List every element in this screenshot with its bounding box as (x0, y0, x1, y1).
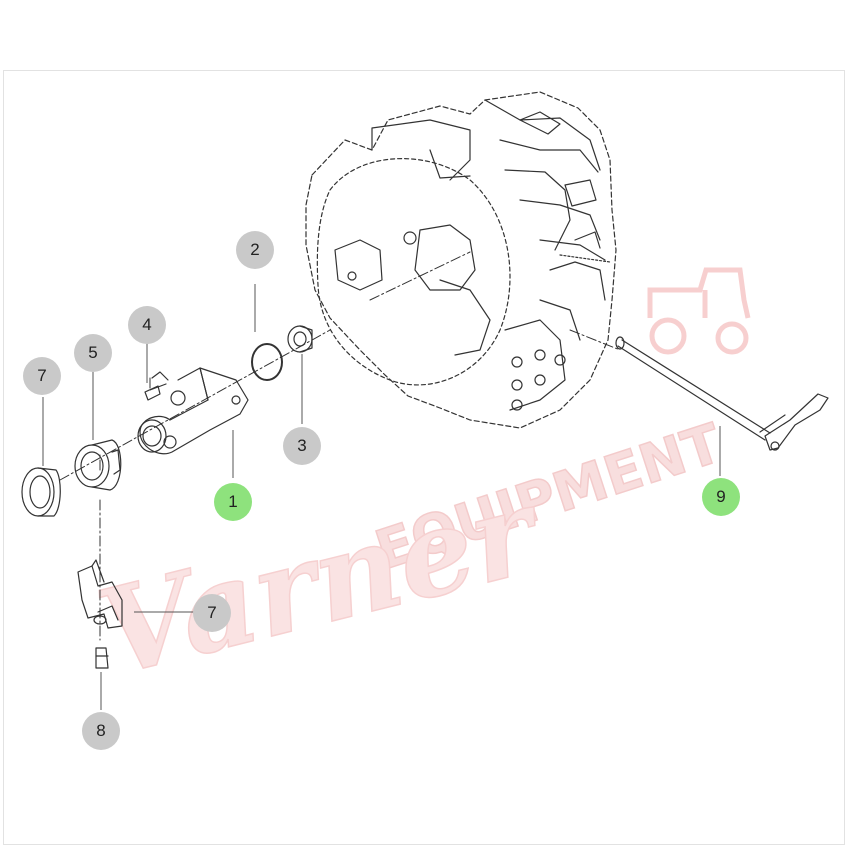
callout-9[interactable]: 9 (702, 478, 740, 516)
part-7-release-fork (77, 559, 123, 629)
callout-5-label: 5 (88, 343, 98, 362)
part-5-release-bearing (74, 439, 122, 491)
callout-5[interactable]: 5 (74, 334, 112, 372)
callout-8-label: 8 (96, 721, 106, 740)
callout-9-label: 9 (716, 487, 726, 506)
callout-4[interactable]: 4 (128, 306, 166, 344)
watermark-logo: EQUIPMENT Varner (85, 267, 751, 704)
callout-7-fork[interactable]: 7 (193, 594, 231, 632)
diagram-frame (3, 70, 845, 845)
tractor-icon (647, 267, 751, 355)
callout-1[interactable]: 1 (214, 483, 252, 521)
part-9-shift-shaft (615, 336, 829, 451)
part-8-grease-fitting (95, 647, 109, 669)
transmission-housing (305, 91, 617, 429)
part-2-o-ring (251, 343, 283, 381)
callout-7-seal[interactable]: 7 (23, 357, 61, 395)
svg-text:Varner: Varner (86, 459, 556, 703)
callout-3-label: 3 (297, 436, 307, 455)
callout-2[interactable]: 2 (236, 231, 274, 269)
callout-8[interactable]: 8 (82, 712, 120, 750)
part-7-seal-ring (21, 467, 61, 517)
callout-2-label: 2 (250, 240, 260, 259)
leader-lines (42, 284, 721, 710)
callout-7-seal-label: 7 (37, 366, 47, 385)
assembly-axis-lines (59, 251, 621, 641)
part-3-seal (287, 325, 313, 353)
callout-7-fork-label: 7 (207, 603, 217, 622)
part-4-bolt (144, 385, 161, 401)
callout-4-label: 4 (142, 315, 152, 334)
callout-1-label: 1 (228, 492, 238, 511)
callout-3[interactable]: 3 (283, 427, 321, 465)
part-1-guide-sleeve (137, 367, 249, 455)
